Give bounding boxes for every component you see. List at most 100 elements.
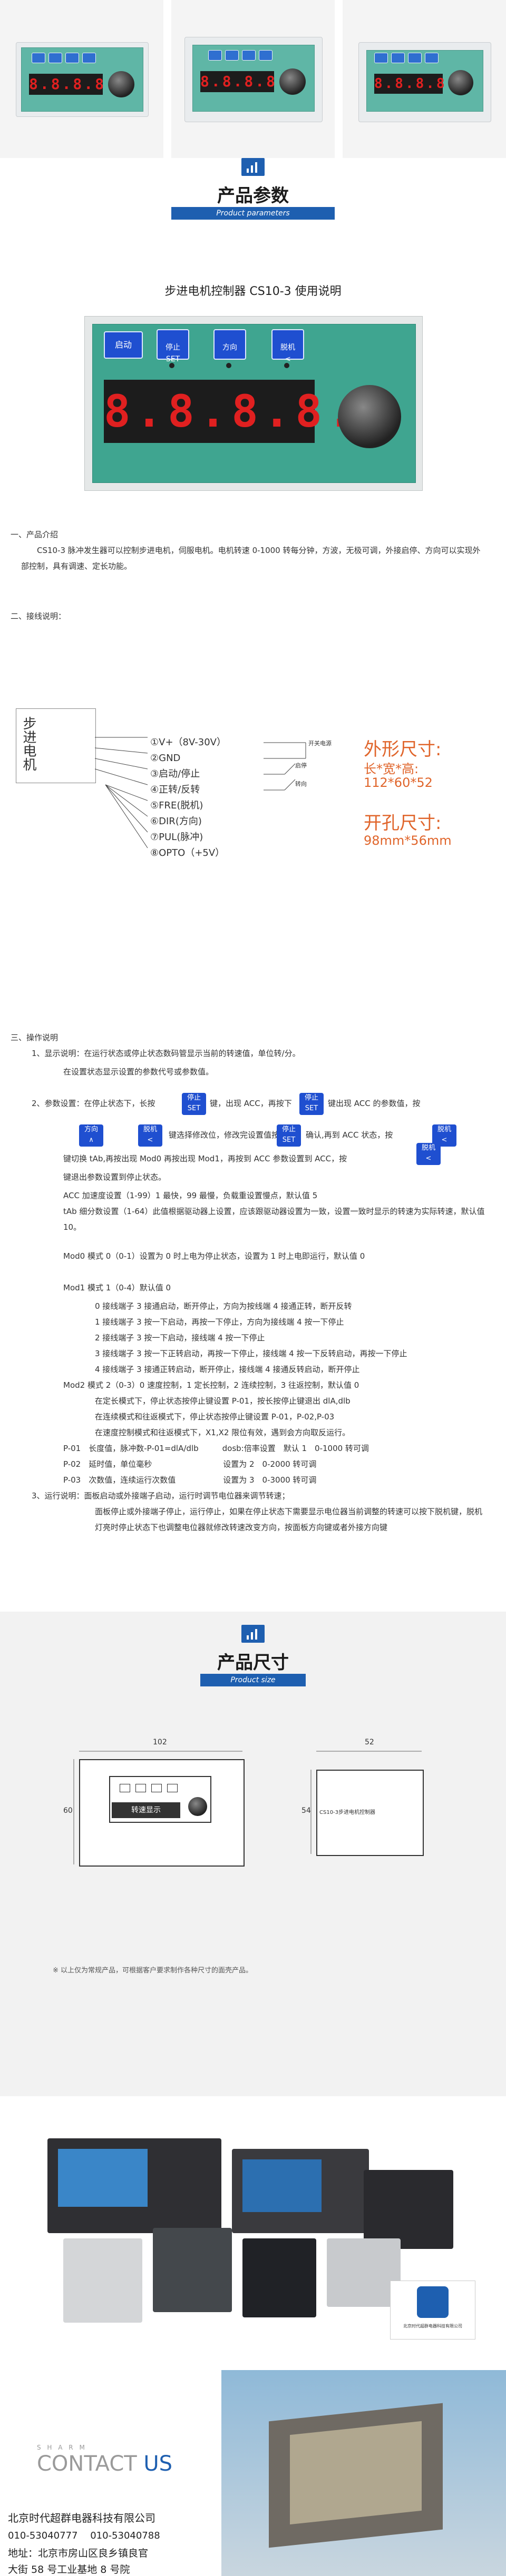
op-line-16: 2 接线端子 3 按一下启动，接线端 4 按一下停止 [95, 1333, 265, 1343]
motor-label: 步进电机 [21, 716, 36, 771]
stop-label: 停止 SET [166, 343, 180, 363]
stop-set-key-icon-3: 停止 SET [277, 1124, 301, 1147]
start-button: 启动 [104, 331, 143, 359]
contact-title-2: US [143, 2452, 173, 2476]
knob-icon [279, 68, 306, 95]
section-subtitle: Product size [200, 1674, 306, 1686]
width-dim-line [79, 1751, 242, 1752]
stop-set-key-icon: 停止 SET [182, 1093, 206, 1115]
stop-set-button: 停止 SET [157, 329, 189, 363]
terminal-1: ①V+（8V-30V） [150, 737, 226, 748]
operation-heading: 三、操作说明 [11, 1033, 59, 1042]
knob-icon [188, 1797, 207, 1816]
height-dim-line [73, 1759, 74, 1864]
size-value-1: 长*宽*高: [364, 762, 419, 776]
params-header: 产品参数 Product parameters [0, 158, 506, 220]
indicator-dot [226, 363, 231, 368]
op-line-3: 2、参数设置：在停止状态下，长按 [32, 1099, 155, 1108]
height-dimension: 60 [63, 1807, 73, 1815]
op-line-26: 3、运行说明：面板启动或外接端子启动，运行时调节电位器来调节转速； [32, 1491, 290, 1501]
op-line-11: tAb 细分数设置（1-64）此值根据驱动器上设置，应该跟驱动器设置为一致，设置… [63, 1207, 485, 1232]
main-led-display: 8.8.8.8. [104, 380, 354, 443]
depth-dimension: 52 [365, 1738, 374, 1746]
intro-body: CS10-3 脉冲发生器可以控制步进电机，伺服电机。电机转速 0-1000 转每… [21, 546, 481, 571]
op-line-23: P-01 长度值，脉冲数-P-01=dlA/dlb dosb:倍率设置 默认 1… [63, 1444, 369, 1453]
terminal-7: ⑦PUL(脉冲) [150, 832, 203, 843]
offline-label: 脱机 < [280, 343, 295, 363]
terminal-8: ⑧OPTO（+5V） [150, 847, 225, 858]
section-subtitle: Product parameters [171, 207, 335, 220]
direction-label: 方向 [222, 343, 237, 352]
company-name: 北京时代超群电器科技有限公司 [8, 2512, 155, 2524]
size-note: ※ 以上仅为常规产品，可根据客户要求制作各种尺寸的面壳产品。 [53, 1967, 253, 1975]
speed-knob-icon [338, 385, 401, 448]
contact-small: S H A R M [37, 2444, 87, 2451]
front-drawing: 转速显示 [79, 1759, 245, 1867]
size-header: 产品尺寸 Product size [0, 1625, 506, 1686]
offline-key-icon-3: 脱机 < [416, 1143, 441, 1165]
company-badge: 北京时代超群电器科技有限公司 [390, 2281, 475, 2340]
direction-key-icon: 方向 ∧ [79, 1124, 103, 1147]
hole-value: 98mm*56mm [364, 833, 452, 848]
op-line-1: 1、显示说明：在运行状态或停止状态数码管显示当前的转速值，单位转/分。 [32, 1049, 300, 1058]
switch-lines [264, 742, 306, 791]
section-title: 产品尺寸 [217, 1652, 289, 1673]
op-line-21: 在连续模式和往返模式下，停止状态按停止键设置 P-01，P-02,P-03 [95, 1412, 335, 1422]
direction-button: 方向 [213, 329, 246, 360]
indicator-dot [284, 363, 289, 368]
op-line-14: 0 接线端子 3 接通启动，断开停止，方向为按线端 4 接通正转，断开反转 [95, 1301, 352, 1311]
terminal-3: ③启动/停止 [150, 768, 200, 779]
op-line-7: 确认,再到 ACC 状态，按 [306, 1130, 393, 1140]
front-panel: 启动 停止 SET 方向 脱机 < 8.8.8.8. [84, 316, 423, 491]
contact-section: S H A R M CONTACT US 北京时代超群电器科技有限公司 010-… [0, 2370, 506, 2576]
side-height-dimension: 54 [301, 1807, 311, 1815]
address-1: 地址：北京市房山区良乡镇良官 [8, 2548, 149, 2559]
op-line-5: 键出现 ACC 的参数值，按 [328, 1099, 421, 1108]
led-display: 8.8.8.8. [29, 74, 115, 95]
knob-icon [448, 70, 473, 95]
phones: 010-53040777 010-53040788 [8, 2530, 160, 2541]
front-display-label: 转速显示 [112, 1802, 180, 1818]
led-display: 8.8.8.8. [200, 71, 286, 92]
address-2: 大街 58 号工业基地 8 号院 [8, 2564, 130, 2575]
terminal-4: ④正转/反转 [150, 784, 200, 795]
size-title: 外形尺寸: [364, 739, 442, 760]
op-line-10: ACC 加速度设置（1-99）1 最快，99 最慢，负载重设置慢点，默认值 5 [63, 1191, 318, 1200]
offline-button: 脱机 < [271, 329, 304, 363]
terminal-6: ⑥DIR(方向) [150, 816, 202, 827]
indicator-dot [169, 363, 174, 368]
chart-icon [241, 1625, 265, 1643]
op-line-17: 3 接线端子 3 按一下正转启动，再按一下停止，接线端 4 按一下反转启动，再按… [95, 1349, 407, 1358]
building-photo [221, 2370, 506, 2576]
chart-icon [241, 158, 265, 176]
wiring-lines [94, 737, 148, 848]
hole-title: 开孔尺寸: [364, 813, 442, 834]
start-label: 启动 [114, 340, 132, 350]
op-line-22: 在速度控制模式和往返模式下，X1,X2 限位有效，遇到会方向取反运行。 [95, 1428, 351, 1437]
wiring-heading: 二、接线说明： [11, 611, 66, 621]
switch-label-direction: 转向 [295, 781, 307, 787]
switch-label-power: 开关电源 [308, 740, 332, 747]
side-drawing: CS10-3步进电机控制器 [316, 1770, 424, 1856]
size-value-2: 112*60*52 [364, 775, 433, 790]
side-height-dim-line [310, 1770, 312, 1854]
terminal-5: ⑤FRE(脱机) [150, 800, 203, 811]
switch-label-startstop: 启停 [295, 762, 307, 769]
motor-box [16, 708, 96, 783]
terminal-2: ②GND [150, 753, 181, 764]
op-line-19: Mod2 模式 2（0-3）0 速度控制，1 定长控制，2 连续控制，3 往返控… [63, 1380, 359, 1390]
product-collage: 北京时代超群电器科技有限公司 [0, 2107, 506, 2360]
op-line-9: 键退出参数设置到停止状态。 [63, 1172, 167, 1182]
op-line-4: 键，出现 ACC，再按下 [210, 1099, 292, 1108]
company-logo-icon [417, 2286, 449, 2318]
product-thumbnail-3: 8.8.8.8. [343, 0, 506, 158]
op-line-20: 在定长模式下，停止状态按停止键设置 P-01，按长按停止键退出 dlA,dlb [95, 1396, 351, 1406]
product-thumbnail-2: 8.8.8.8. [171, 0, 335, 158]
badge-text: 北京时代超群电器科技有限公司 [403, 2324, 462, 2328]
offline-key-icon: 脱机 < [138, 1124, 162, 1147]
depth-dim-line [316, 1751, 422, 1752]
op-line-18: 4 接线端子 3 接通正转启动，断开停止，接线端 4 接通反转启动，断开停止 [95, 1365, 360, 1374]
doc-title: 步进电机控制器 CS10-3 使用说明 [164, 285, 342, 298]
op-line-25: P-03 次数值，连续运行次数值 设置为 3 0-3000 转可调 [63, 1475, 317, 1485]
intro-heading: 一、产品介绍 [11, 530, 59, 539]
